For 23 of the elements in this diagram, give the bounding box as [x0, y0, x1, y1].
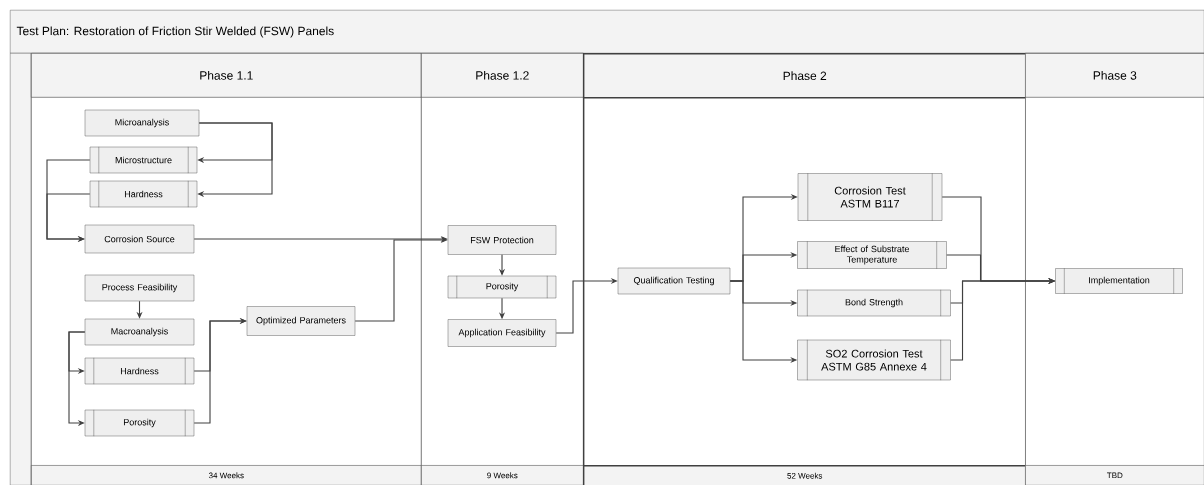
process-box: Qualification Testing	[617, 267, 731, 295]
phase-heading: Phase 1.2	[421, 53, 584, 98]
phase-heading: Phase 3	[1025, 53, 1204, 98]
process-box: Microanalysis	[84, 109, 200, 137]
process-box: Application Feasibility	[447, 319, 557, 347]
subprocess-box: SO2 Corrosion Test ASTM G85 Annexe 4	[797, 339, 951, 381]
process-box: Corrosion Source	[84, 224, 195, 254]
subprocess-box: Bond Strength	[797, 289, 951, 317]
duration-label: 9 Weeks	[421, 465, 584, 485]
subprocess-box: Microstructure	[89, 146, 198, 174]
subprocess-box: Corrosion Test ASTM B117	[797, 173, 943, 221]
subprocess-box: Porosity	[447, 275, 557, 299]
process-box: Process Feasibility	[84, 274, 195, 302]
subprocess-box: Hardness	[84, 357, 195, 385]
process-box: Macroanalysis	[84, 318, 195, 346]
subprocess-box: Implementation	[1055, 268, 1183, 294]
process-box: Optimized Parameters	[246, 306, 356, 336]
duration-label: TBD	[1025, 465, 1204, 485]
subprocess-box: Porosity	[84, 409, 195, 437]
subprocess-box: Hardness	[89, 180, 198, 208]
process-box: FSW Protection	[447, 225, 557, 255]
title: Test Plan: Restoration of Friction Stir Welded (FSW) Panels	[16, 26, 334, 38]
subprocess-box: Effect of Substrate Temperature	[797, 241, 947, 269]
